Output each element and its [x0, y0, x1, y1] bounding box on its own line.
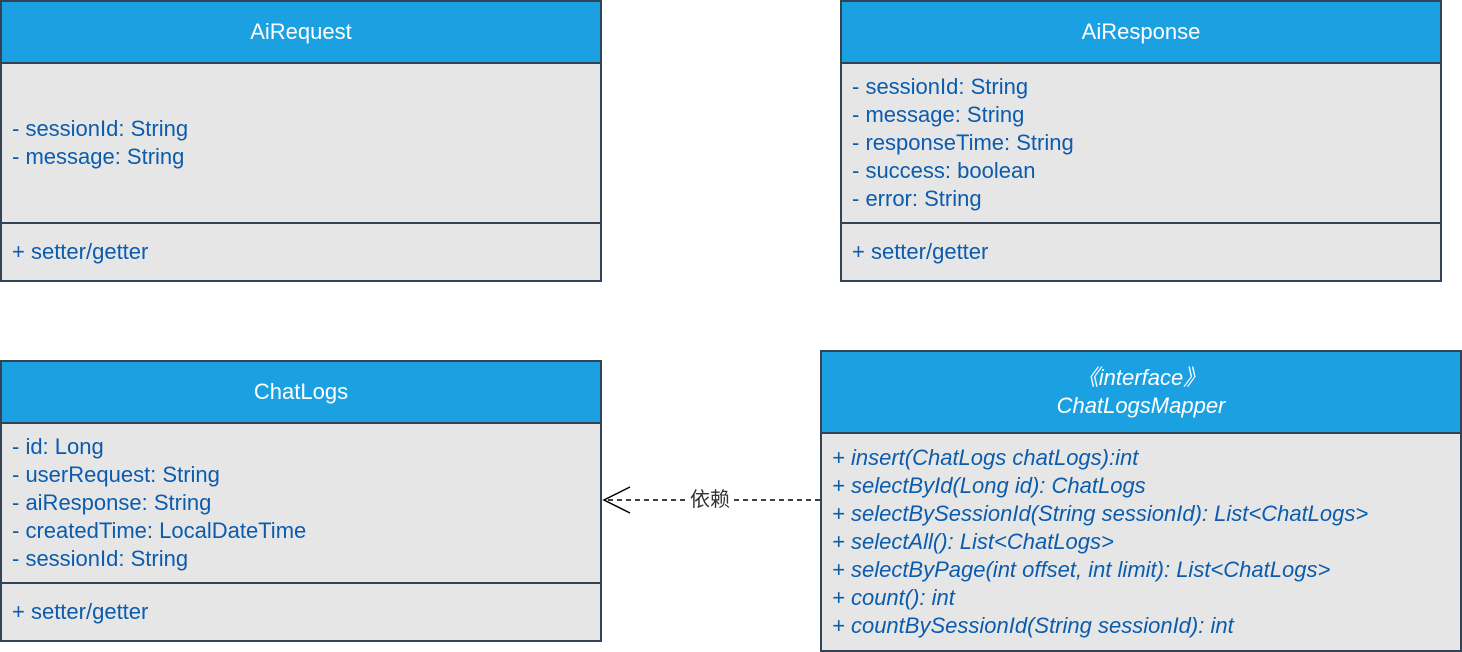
class-ai-request[interactable]: AiRequest - sessionId: String - message:… [0, 0, 602, 282]
method: + setter/getter [852, 239, 989, 264]
class-ai-request-header: AiRequest [2, 2, 600, 64]
method: + setter/getter [12, 599, 149, 624]
interface-chat-logs-mapper-name: ChatLogsMapper [1056, 393, 1226, 418]
interface-stereotype: 《interface》 [1076, 365, 1206, 390]
attribute: - sessionId: String [852, 74, 1029, 99]
class-ai-request-name: AiRequest [250, 19, 352, 44]
dependency-label: 依赖 [686, 486, 734, 514]
attribute: - createdTime: LocalDateTime [12, 518, 307, 543]
class-ai-request-methods: + setter/getter [2, 224, 600, 280]
attribute: - message: String [12, 144, 185, 169]
class-ai-response-name: AiResponse [1081, 19, 1201, 44]
attribute: - aiResponse: String [12, 490, 212, 515]
method: + selectAll(): List<ChatLogs> [832, 529, 1114, 554]
method: + insert(ChatLogs chatLogs):int [832, 445, 1139, 470]
attribute: - message: String [852, 102, 1025, 127]
method: + selectById(Long id): ChatLogs [832, 473, 1146, 498]
attribute: - error: String [852, 186, 982, 211]
method: + setter/getter [12, 239, 149, 264]
interface-chat-logs-mapper[interactable]: 《interface》 ChatLogsMapper + insert(Chat… [820, 350, 1462, 652]
class-chat-logs-methods: + setter/getter [2, 584, 600, 640]
method: + count(): int [832, 585, 955, 610]
dependency-arrowhead [602, 486, 631, 514]
method: + countBySessionId(String sessionId): in… [832, 613, 1234, 638]
attribute: - responseTime: String [852, 130, 1074, 155]
class-ai-response-header: AiResponse [842, 2, 1440, 64]
class-chat-logs-header: ChatLogs [2, 362, 600, 424]
attribute: - id: Long [12, 434, 104, 459]
attribute: - success: boolean [852, 158, 1036, 183]
method: + selectByPage(int offset, int limit): L… [832, 557, 1331, 582]
class-ai-response-methods: + setter/getter [842, 224, 1440, 280]
interface-chat-logs-mapper-header: 《interface》 ChatLogsMapper [822, 352, 1460, 434]
class-chat-logs-attributes: - id: Long - userRequest: String - aiRes… [2, 424, 600, 584]
class-ai-request-attributes: - sessionId: String - message: String [2, 64, 600, 224]
class-chat-logs-name: ChatLogs [253, 379, 349, 404]
attribute: - userRequest: String [12, 462, 220, 487]
attribute: - sessionId: String [12, 116, 189, 141]
class-ai-response-attributes: - sessionId: String - message: String - … [842, 64, 1440, 224]
interface-chat-logs-mapper-methods: + insert(ChatLogs chatLogs):int + select… [822, 434, 1460, 650]
class-ai-response[interactable]: AiResponse - sessionId: String - message… [840, 0, 1442, 282]
attribute: - sessionId: String [12, 546, 189, 571]
method: + selectBySessionId(String sessionId): L… [832, 501, 1369, 526]
class-chat-logs[interactable]: ChatLogs - id: Long - userRequest: Strin… [0, 360, 602, 642]
